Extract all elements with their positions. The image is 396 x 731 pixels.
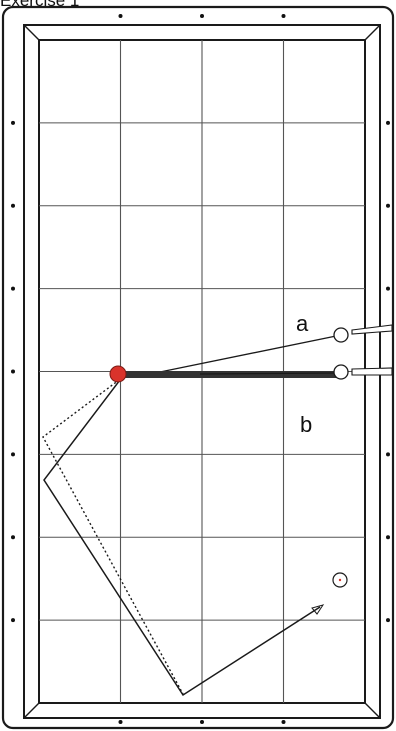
object-ball-icon (109, 365, 127, 383)
diamond-marker (281, 720, 286, 724)
diamond-marker (200, 14, 204, 18)
cue-stick-b-icon (351, 367, 393, 376)
label-a: a (296, 311, 309, 336)
diamond-marker (386, 120, 390, 125)
diamond-marker (386, 452, 390, 457)
diamond-marker (386, 286, 390, 291)
exercise-heading: Exercise 1 (0, 0, 80, 10)
diamond-marker (11, 535, 15, 540)
target-ball-center-dot (338, 578, 342, 582)
rail-diamonds (11, 14, 390, 724)
diamond-marker (200, 720, 204, 724)
corner-bevels (23, 24, 381, 719)
label-b: b (300, 412, 312, 437)
cue-stick-a-icon (351, 324, 393, 335)
diamond-marker (386, 618, 390, 623)
diamond-marker (281, 14, 286, 18)
aim-line-a (159, 334, 342, 373)
diamond-marker (11, 618, 15, 623)
table-outer-frame (1, 5, 395, 730)
diamond-marker (11, 452, 15, 457)
diamond-marker (11, 120, 15, 125)
diamond-marker (118, 14, 123, 18)
shot-line-b-thin (199, 372, 339, 375)
diamond-marker (386, 535, 390, 540)
path-b-line (43, 375, 321, 697)
diamond-marker (118, 720, 123, 724)
diamond-marker (11, 203, 15, 208)
cue-ball-b-icon (333, 364, 349, 380)
path-b-arrowhead (311, 604, 325, 615)
diamond-marker (11, 286, 15, 291)
path-a-line (42, 376, 184, 695)
cue-ball-a-icon (333, 327, 349, 343)
diamond-marker (386, 203, 390, 208)
shot-line-b (118, 371, 338, 378)
diamond-marker (11, 369, 15, 374)
